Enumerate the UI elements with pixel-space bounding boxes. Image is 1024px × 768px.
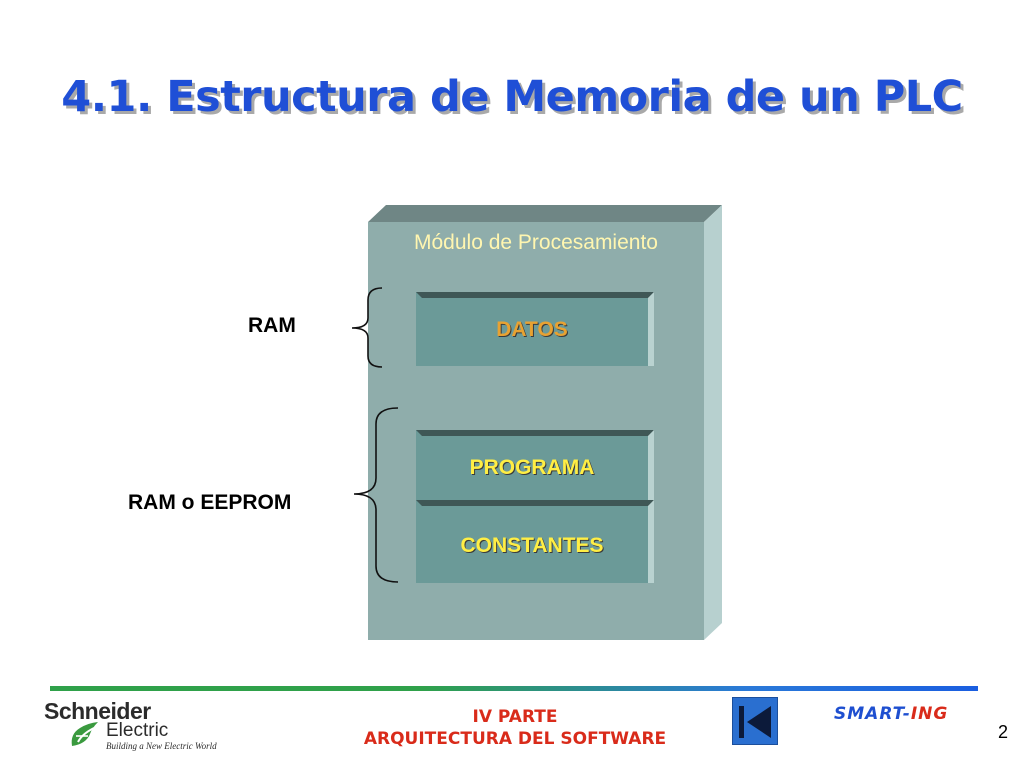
constantes-label: CONSTANTES [460, 534, 604, 557]
skip-to-start-icon [739, 706, 771, 738]
datos-block [416, 292, 654, 366]
smart-ing-logo: SMART-ING [834, 704, 948, 724]
brand-tagline: Building a New Electric World [106, 741, 217, 751]
ram-bracket [351, 287, 383, 368]
module-box-top [368, 205, 722, 222]
footer-divider [50, 686, 978, 691]
schneider-electric-logo: Schneider Electric Building a New Electr… [44, 698, 244, 758]
part-line-1: IV PARTE [472, 707, 558, 727]
slide-title: 4.1. Estructura de Memoria de un PLC [61, 72, 963, 122]
ram-eeprom-label: RAM o EEPROM [128, 491, 292, 514]
smart-suffix: ING [910, 704, 949, 724]
module-label: Módulo de Procesamiento [414, 231, 658, 254]
page-number: 2 [998, 722, 1009, 742]
datos-label: DATOS [496, 318, 568, 341]
brand-electric: Electric [106, 720, 169, 741]
se-leaf-icon [71, 722, 98, 746]
ram-eeprom-bracket [353, 407, 399, 583]
first-slide-button[interactable] [732, 697, 778, 745]
programa-label: PROGRAMA [469, 456, 595, 479]
part-caption: IV PARTE ARQUITECTURA DEL SOFTWARE [330, 706, 700, 750]
brand-schneider: Schneider [44, 698, 151, 724]
ram-label: RAM [248, 314, 296, 337]
constantes-block [416, 500, 654, 583]
part-line-2: ARQUITECTURA DEL SOFTWARE [363, 729, 667, 749]
module-box-side [704, 205, 722, 640]
programa-block [416, 430, 654, 502]
smart-prefix: SMART- [834, 704, 911, 724]
